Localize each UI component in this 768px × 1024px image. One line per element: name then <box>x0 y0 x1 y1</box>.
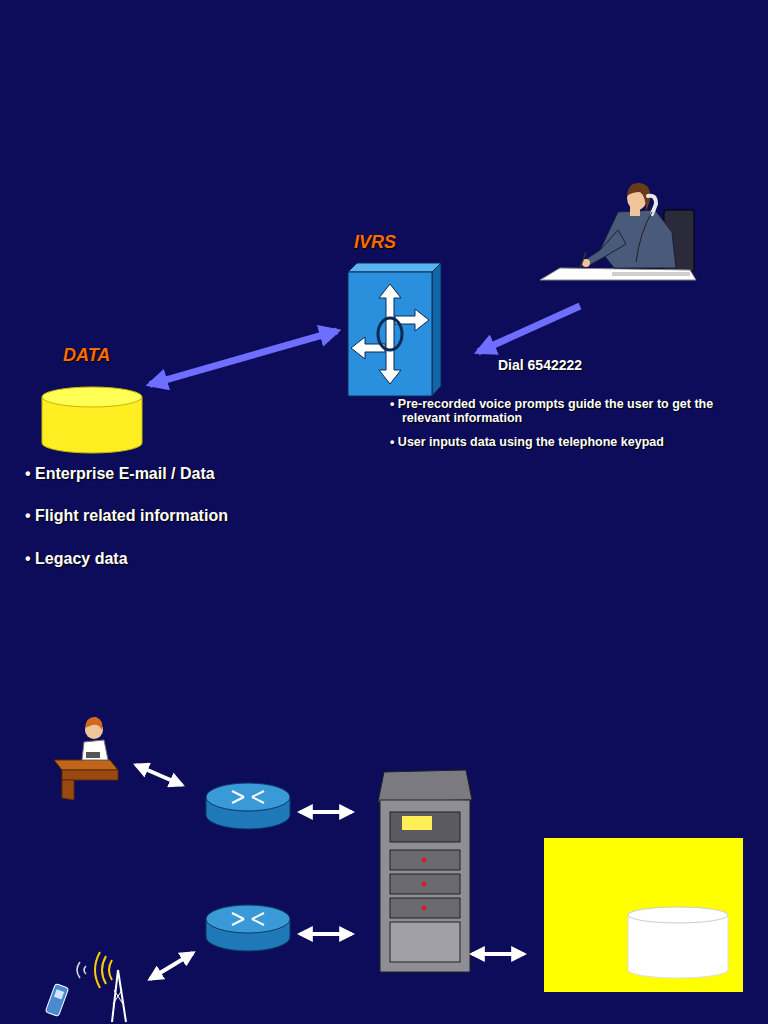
data-item: • Enterprise E-mail / Data <box>25 465 325 483</box>
cylinder-shape <box>40 385 144 457</box>
router <box>206 905 290 951</box>
node-heading: DATA <box>63 345 144 366</box>
mobile-tower <box>45 952 126 1022</box>
ivrs-switch: IVRS <box>343 232 443 398</box>
call-arrow <box>478 306 580 352</box>
desk-user <box>54 717 118 800</box>
storage-cylinder <box>628 907 728 978</box>
server-rack <box>378 770 472 972</box>
data-item: • Flight related information <box>25 507 325 525</box>
dial-number: Dial 6542222 <box>498 357 648 373</box>
ivrs-note: • Pre-recorded voice prompts guide the u… <box>390 397 720 425</box>
storage-panel <box>544 838 743 992</box>
ivrs-note: • User inputs data using the telephone k… <box>390 435 742 449</box>
data-store: DATA <box>40 345 144 457</box>
router <box>206 783 290 829</box>
link-arrows <box>136 765 524 979</box>
caller-figure <box>540 183 696 280</box>
node-heading: IVRS <box>354 232 443 253</box>
data-link-arrow <box>150 331 337 385</box>
data-item: • Legacy data <box>25 550 325 568</box>
switch-icon <box>343 262 443 398</box>
